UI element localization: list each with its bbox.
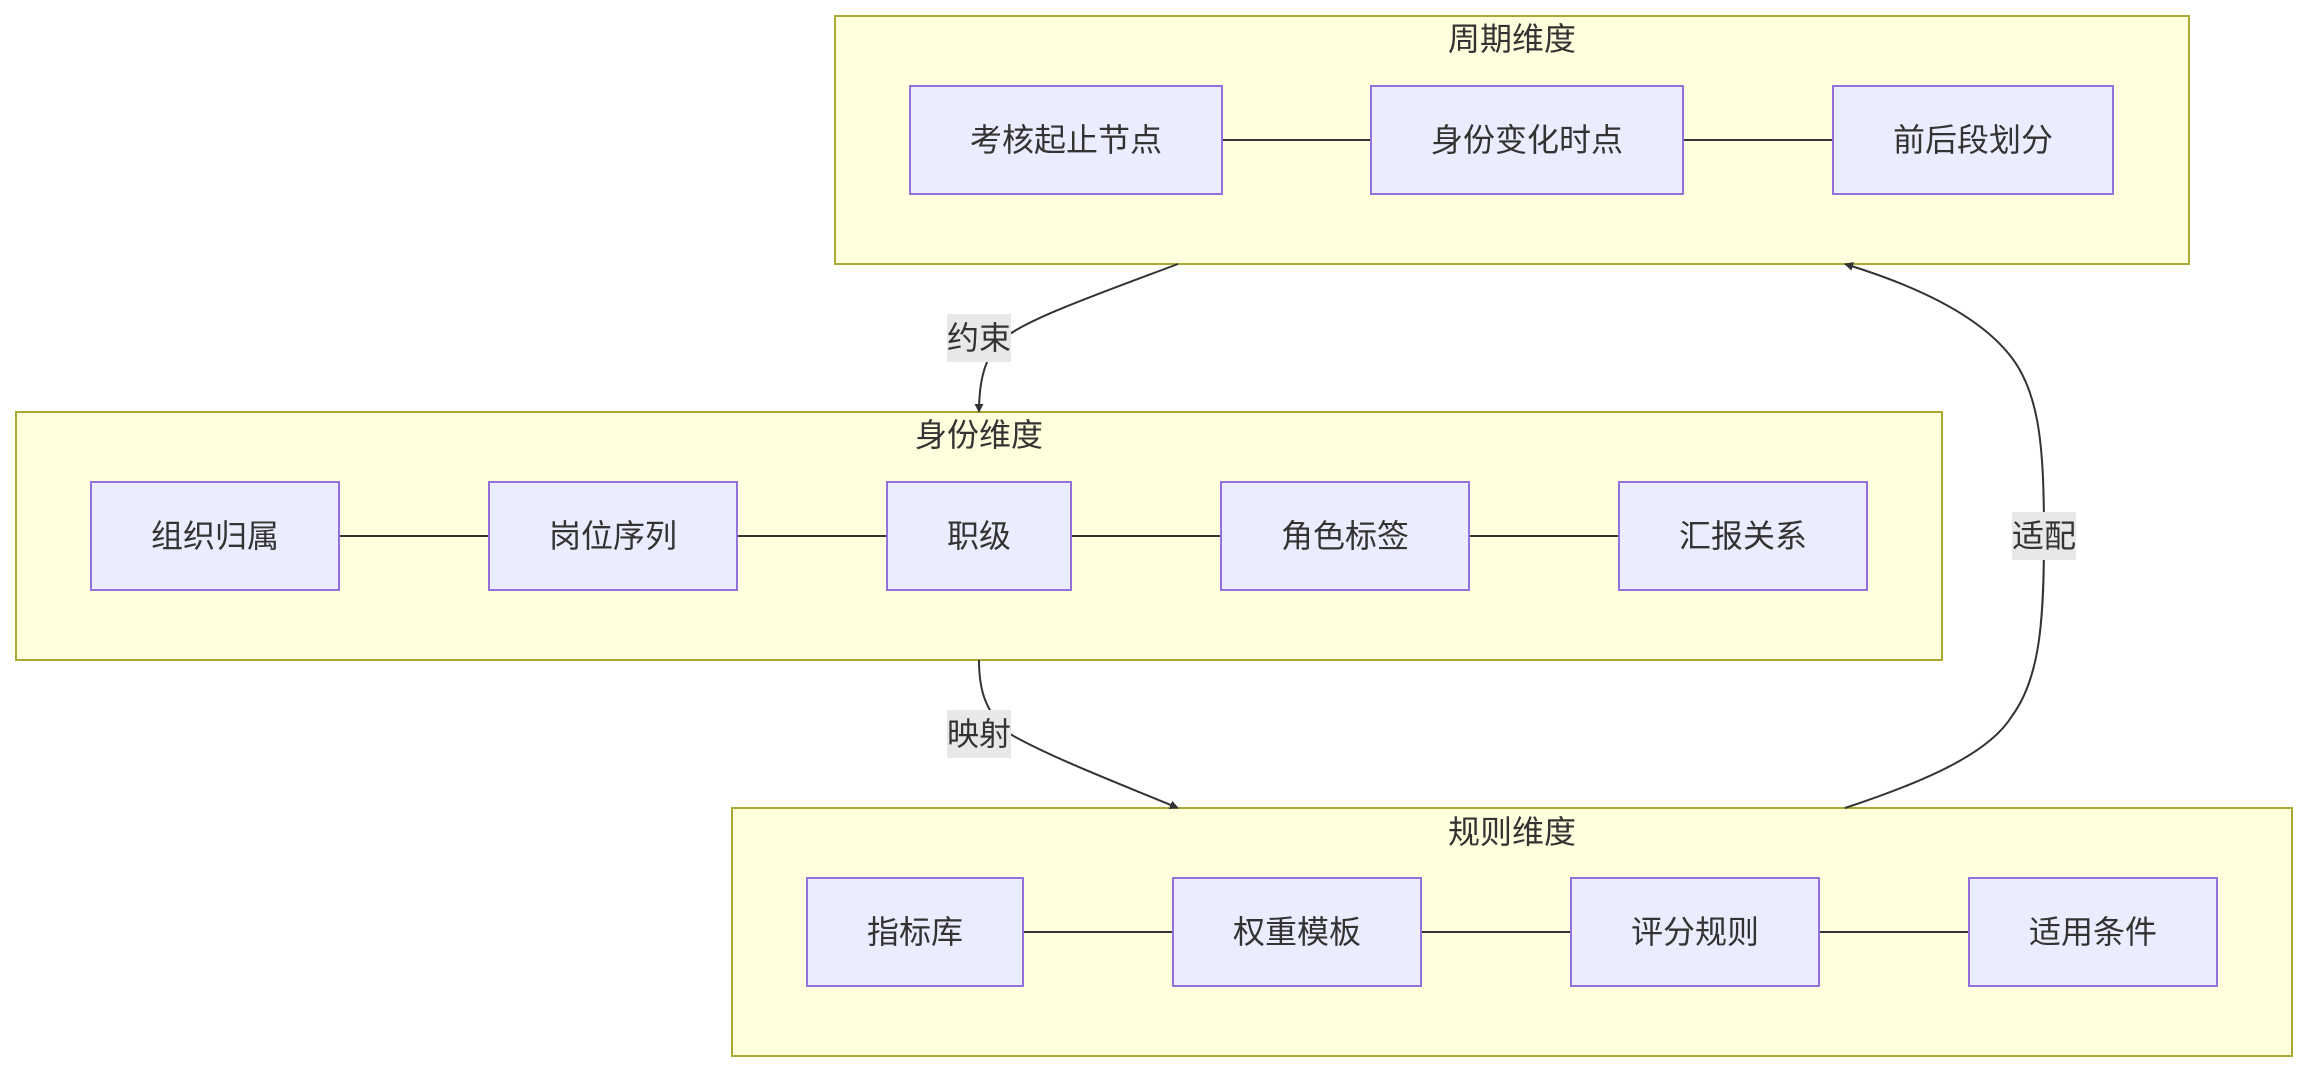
node-label: 职级 (947, 517, 1011, 555)
node-box (1968, 877, 2218, 987)
node-indicator-library[interactable]: 指标库 (806, 877, 1024, 987)
node-box (1172, 877, 1422, 987)
edge-map (978, 659, 1179, 810)
edge-label-map: 映射 (947, 710, 1011, 758)
node-box (886, 481, 1072, 591)
node-box (1832, 85, 2114, 195)
node-applicable-conditions[interactable]: 适用条件 (1968, 877, 2218, 987)
edge-label-constrain-bg (947, 314, 1011, 362)
node-weight-template[interactable]: 权重模板 (1172, 877, 1422, 987)
cluster-identity-title: 身份维度 (915, 416, 1043, 454)
node-box (90, 481, 340, 591)
node-scoring-rules[interactable]: 评分规则 (1570, 877, 1820, 987)
node-label: 角色标签 (1281, 517, 1409, 555)
edge-label-constrain: 约束 (947, 314, 1011, 362)
edge-label-map-text: 映射 (947, 715, 1011, 753)
node-label: 前后段划分 (1893, 121, 2053, 159)
node-job-level[interactable]: 职级 (886, 481, 1072, 591)
node-assessment-start-end[interactable]: 考核起止节点 (909, 85, 1223, 195)
node-label: 适用条件 (2029, 913, 2157, 951)
cluster-cycle-title: 周期维度 (1448, 20, 1576, 58)
node-identity-change-time[interactable]: 身份变化时点 (1370, 85, 1684, 195)
node-label: 评分规则 (1631, 913, 1759, 951)
node-label: 岗位序列 (549, 517, 677, 555)
node-label: 权重模板 (1233, 913, 1361, 951)
edge-label-adapt: 适配 (2012, 512, 2076, 560)
node-label: 考核起止节点 (970, 121, 1162, 159)
node-label: 身份变化时点 (1431, 121, 1623, 159)
node-label: 组织归属 (151, 517, 279, 555)
node-box (1220, 481, 1470, 591)
node-role-tag[interactable]: 角色标签 (1220, 481, 1470, 591)
node-position-sequence[interactable]: 岗位序列 (488, 481, 738, 591)
node-box (909, 85, 1223, 195)
node-label: 汇报关系 (1679, 517, 1807, 555)
node-box (488, 481, 738, 591)
node-box (1618, 481, 1868, 591)
cluster-rules-title: 规则维度 (1448, 813, 1576, 851)
node-segment-division[interactable]: 前后段划分 (1832, 85, 2114, 195)
edge-label-adapt-text: 适配 (2012, 517, 2076, 555)
node-box (806, 877, 1024, 987)
node-box (1370, 85, 1684, 195)
node-org-affiliation[interactable]: 组织归属 (90, 481, 340, 591)
edge-label-constrain-text: 约束 (947, 319, 1011, 357)
edge-label-map-bg (947, 710, 1011, 758)
node-box (1570, 877, 1820, 987)
node-label: 指标库 (867, 913, 963, 951)
node-reporting-relation[interactable]: 汇报关系 (1618, 481, 1868, 591)
edge-label-adapt-bg (2012, 512, 2076, 560)
